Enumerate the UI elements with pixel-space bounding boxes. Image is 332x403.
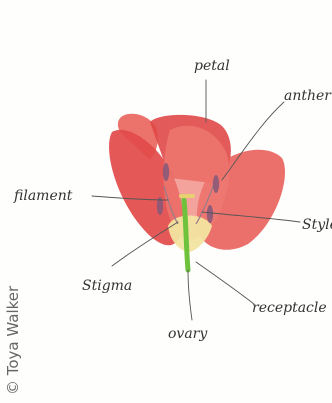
label-receptacle: receptacle	[252, 300, 327, 316]
leader-receptacle	[196, 262, 254, 304]
copyright-credit: © Toya Walker	[4, 286, 22, 395]
anther-c	[213, 175, 219, 193]
label-petal: petal	[194, 58, 230, 74]
leader-ovary	[188, 270, 192, 320]
receptacle	[168, 216, 212, 253]
label-ovary: ovary	[168, 326, 208, 342]
label-anther: anther	[284, 88, 332, 104]
label-filament: filament	[13, 188, 73, 204]
anther-a	[163, 163, 169, 181]
label-style: Style	[302, 217, 332, 233]
label-stigma: Stigma	[82, 278, 132, 294]
anther-d	[207, 205, 213, 223]
